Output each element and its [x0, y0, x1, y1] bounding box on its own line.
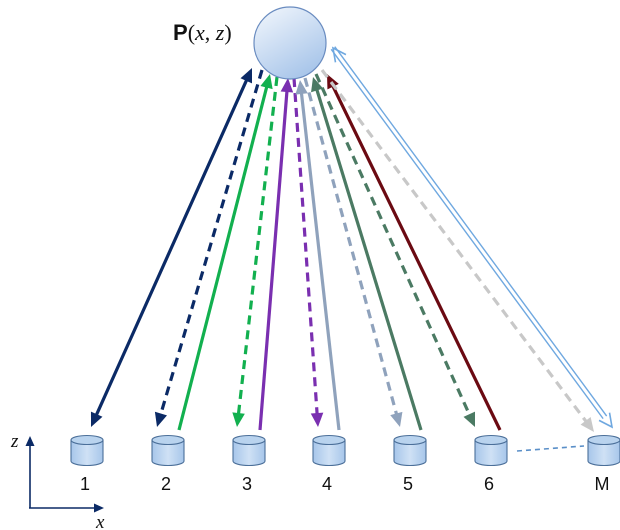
sensor-label: 3 [242, 474, 252, 494]
sensor-5: 5 [393, 434, 427, 494]
ray-arrowhead [295, 80, 308, 95]
ray-sensor-3-dashed [232, 76, 279, 427]
ray-arrowhead [90, 411, 103, 427]
ray-line [292, 77, 319, 416]
ray-sensor-4-solid [295, 80, 341, 431]
sensor-cylinder-body [312, 439, 346, 467]
sensor-label: 1 [80, 474, 90, 494]
ray-line [314, 88, 423, 431]
ray-arrowhead [240, 68, 253, 84]
point-label: P(x, z) [173, 20, 232, 45]
ray-arrowhead [331, 46, 347, 63]
ray-arrowhead [311, 77, 324, 93]
sensor-cylinder-top [312, 434, 346, 446]
ray-arrowhead [598, 412, 614, 429]
ray-arrowhead [390, 411, 403, 427]
sensor-6: 6 [474, 434, 508, 494]
x-axis-label: x [95, 512, 105, 530]
ray-line [236, 76, 279, 416]
ray-arrowhead [327, 74, 339, 90]
sensor-cylinder-body [151, 439, 185, 467]
sensor-cylinder-top [587, 434, 620, 446]
point-label-x: x [194, 20, 205, 45]
ray-arrowhead [154, 411, 167, 427]
sensor-3: 3 [232, 434, 266, 494]
ray-line [299, 91, 341, 431]
sensor-cylinder-top [151, 434, 185, 446]
ray-line [258, 89, 289, 431]
ray-line [303, 77, 399, 416]
z-axis-arrowhead [25, 436, 35, 446]
sensor-label: 2 [161, 474, 171, 494]
sensor-cylinder-body [393, 439, 427, 467]
ray-sensor-5-dashed [303, 77, 403, 427]
sensor-label: 6 [484, 474, 494, 494]
sensor-link-dashed-line [516, 445, 585, 452]
ray-line [330, 48, 604, 420]
point-label-close-paren: ) [224, 20, 231, 45]
ray-sensor-3-solid [258, 78, 294, 431]
ray-sensor-2-dashed [154, 69, 264, 427]
point-label-separator: , [205, 20, 216, 45]
sensor-cylinder-body [232, 439, 266, 467]
axes-icon: z x [10, 431, 105, 530]
sensor-cylinder-body [70, 439, 104, 467]
rays-layer [90, 46, 614, 432]
ray-sensor-4-dashed [292, 77, 324, 427]
sensors-layer: 1 2 3 4 5 6 M [70, 434, 620, 494]
sensor-cylinder-top [232, 434, 266, 446]
sensor-4: 4 [312, 434, 346, 494]
ray-sensor-6-solid [327, 74, 502, 431]
ray-arrowhead [310, 412, 324, 427]
sensor-2: 2 [151, 434, 185, 494]
sensor-cylinder-top [474, 434, 508, 446]
ray-arrowhead [280, 78, 294, 93]
sensor-label: 5 [403, 474, 413, 494]
ray-line [334, 46, 608, 417]
z-axis-label: z [10, 431, 19, 452]
sensor-cylinder-top [393, 434, 427, 446]
ray-line [158, 69, 264, 416]
ray-arrowhead [260, 74, 273, 90]
sensor-1: 1 [70, 434, 104, 494]
sensor-cylinder-top [70, 434, 104, 446]
sensor-7: M [587, 434, 620, 494]
sensor-cylinder-body [474, 439, 508, 467]
ray-sensor-5-solid [311, 77, 423, 431]
ray-line [330, 84, 502, 431]
sensor-label: 4 [322, 474, 332, 494]
ray-arrowhead [463, 411, 475, 427]
ray-line [177, 85, 269, 431]
point-label-open-paren: ( [188, 20, 195, 45]
ray-sensor-1-solid [90, 68, 253, 427]
sensor-label: M [595, 474, 610, 494]
point-label-prefix: P [173, 20, 188, 45]
ray-arrowhead [232, 412, 245, 427]
ray-arrowhead [580, 417, 594, 432]
ray-sensor-2-solid [177, 74, 273, 431]
ray-sensor-m-dashed [320, 69, 594, 432]
x-axis-arrowhead [94, 503, 104, 513]
point-label-z: z [215, 20, 225, 45]
point-p-circle [253, 6, 327, 80]
ray-sensor-m-double [330, 46, 614, 429]
ray-line [94, 78, 249, 417]
ray-sensor-6-dashed [314, 73, 475, 427]
ray-line [314, 73, 472, 417]
ray-line [320, 69, 589, 424]
